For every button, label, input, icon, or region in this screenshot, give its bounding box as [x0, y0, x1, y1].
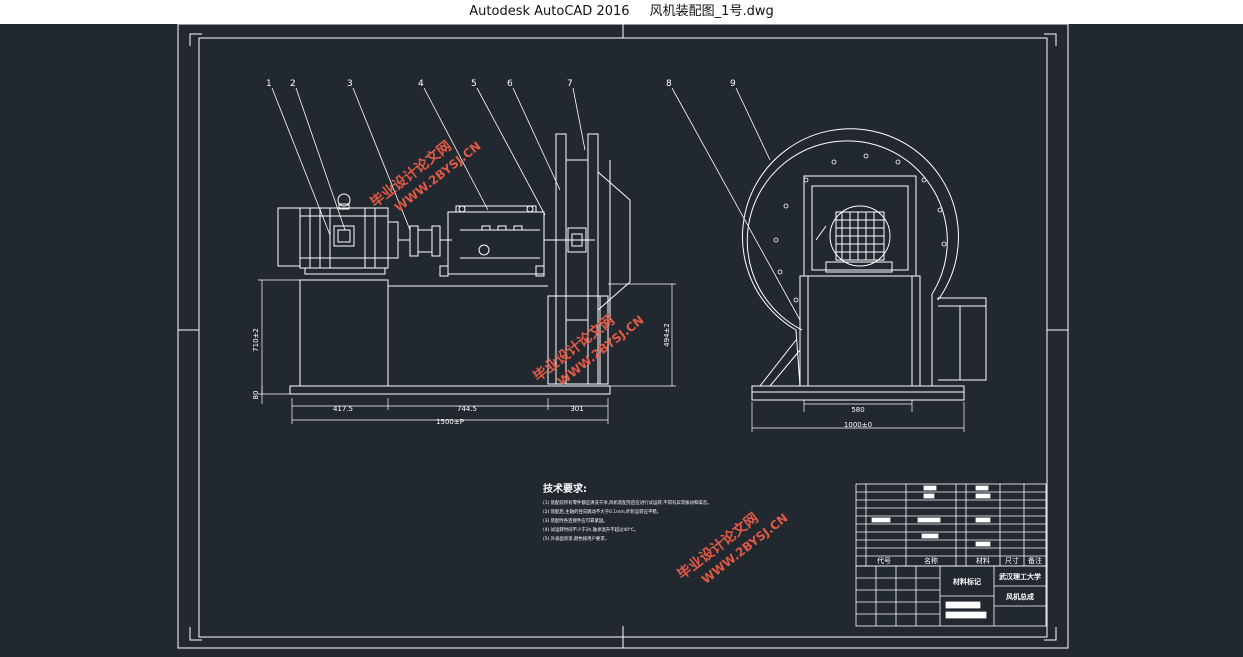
technical-requirements: 技术要求: (1) 装配前所有零件都应清洗干净,风机装配完后应进行试运转,不得有… — [543, 482, 711, 542]
balloon-labels — [271, 87, 801, 321]
bom-table — [855, 483, 1047, 567]
dim-seg2: 744.5 — [457, 405, 477, 413]
tech-req-line-5: (5) 外表面涂漆,颜色按用户要求。 — [543, 535, 609, 542]
volute-bolt-holes — [773, 153, 947, 303]
dim-seg1: 417.5 — [333, 405, 353, 413]
dim-height-left: 710±2 — [252, 328, 260, 352]
title-block — [855, 565, 1047, 627]
tech-req-line-3: (3) 装配时各连接件应可靠紧固。 — [543, 517, 608, 524]
bom-header-code: 代号 — [877, 556, 891, 565]
balloon-1: 1 — [266, 79, 272, 89]
dim-height-right: 494±2 — [663, 323, 671, 347]
balloon-8: 8 — [666, 79, 672, 89]
balloon-9: 9 — [730, 79, 736, 89]
drawing-canvas[interactable]: 1 2 3 4 5 6 7 8 9 — [0, 23, 1243, 653]
dim-overall-width: 1500±P — [436, 418, 464, 426]
balloon-5: 5 — [471, 79, 477, 89]
title-block-mark: 材料标记 — [952, 577, 981, 586]
tech-req-line-2: (2) 装配后,主轴的径向跳动不大于0.1mm,叶轮运转应平稳。 — [543, 508, 661, 515]
balloon-6: 6 — [507, 79, 513, 89]
title-block-drawing-name: 风机总成 — [1006, 592, 1034, 601]
front-view-volute — [741, 128, 987, 401]
dim-base-width: 1000±0 — [844, 421, 872, 429]
front-view-dimensions — [751, 400, 965, 432]
watermark-group: 毕业设计论文网 WWW.2BYSJ.CN 毕业设计论文网 WWW.2BYSJ.C… — [367, 137, 791, 586]
bom-header-name: 名称 — [924, 556, 938, 565]
side-view-assembly — [277, 133, 631, 395]
bom-header-material: 材料 — [976, 556, 990, 565]
dim-base-small: 80 — [252, 391, 260, 400]
bom-header-remark: 备注 — [1028, 556, 1042, 565]
balloon-2: 2 — [290, 79, 296, 89]
dim-foot-span: 580 — [851, 406, 864, 414]
file-name: 风机装配图_1号.dwg — [649, 4, 774, 19]
balloon-3: 3 — [347, 79, 353, 89]
window-titlebar: Autodesk AutoCAD 2016 风机装配图_1号.dwg — [0, 0, 1243, 24]
tech-req-title: 技术要求: — [543, 482, 587, 495]
balloon-4: 4 — [418, 79, 424, 89]
bom-header-size: 尺寸 — [1005, 556, 1019, 565]
tech-req-line-1: (1) 装配前所有零件都应清洗干净,风机装配完后应进行试运转,不得有异常振动和噪… — [543, 499, 711, 506]
title-block-school: 武汉理工大学 — [999, 572, 1041, 581]
drawing-viewport[interactable]: 1 2 3 4 5 6 7 8 9 — [0, 23, 1243, 653]
dim-seg3: 301 — [570, 405, 583, 413]
app-name: Autodesk AutoCAD 2016 — [469, 4, 630, 19]
tech-req-line-4: (4) 试运转时间不少于2h,轴承温升不超过40℃。 — [543, 526, 638, 533]
balloon-7: 7 — [567, 79, 573, 89]
sheet-frame — [177, 23, 1069, 649]
side-view-dimensions — [258, 279, 676, 424]
